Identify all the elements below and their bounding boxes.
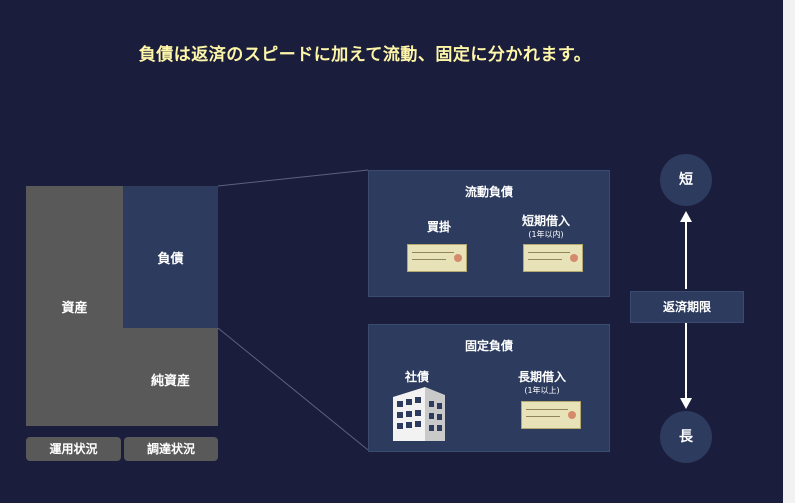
short-term-circle: 短 [660, 154, 712, 206]
upper-connector-line [217, 169, 369, 187]
lower-connector-line [217, 327, 369, 451]
current-liabilities-title: 流動負債 [464, 185, 513, 199]
tag-procurement-status: 調達状況 [124, 437, 218, 461]
stamp-icon [570, 254, 578, 262]
tag-operation-status: 運用状況 [26, 437, 121, 461]
right-edge-strip [783, 0, 795, 503]
current-liabilities-panel: 流動負債 買掛 短期借入 (1年以内) [368, 170, 610, 297]
arrow-up-head [680, 211, 692, 222]
asset-block: 資産 [26, 186, 123, 426]
arrow-down-head [680, 398, 692, 409]
building-icon [393, 387, 445, 441]
bonds-label: 社債 [404, 370, 429, 384]
asset-label: 資産 [61, 301, 88, 316]
repayment-period-box: 返済期限 [630, 291, 744, 323]
equity-label: 純資産 [150, 374, 190, 389]
long-term-loan-label: 長期借入 [517, 370, 566, 384]
fixed-liabilities-title: 固定負債 [464, 339, 513, 353]
equity-block: 純資産 [123, 328, 218, 426]
liability-label: 負債 [157, 252, 184, 267]
long-term-circle: 長 [660, 411, 712, 463]
stamp-icon [454, 254, 462, 262]
liability-block: 負債 [123, 186, 218, 328]
bill-icon [521, 401, 581, 429]
bill-icon [523, 244, 583, 272]
long-term-loan-sub: (1年以上) [524, 386, 560, 395]
stamp-icon [568, 411, 576, 419]
fixed-liabilities-panel: 固定負債 社債 長期借入 (1年以上) [368, 324, 610, 452]
accounts-payable-label: 買掛 [426, 220, 451, 234]
short-term-loan-sub: (1年以内) [528, 230, 564, 239]
short-term-loan-label: 短期借入 [521, 214, 570, 228]
slide-title: 負債は返済のスピードに加えて流動、固定に分かれます。 [138, 45, 592, 65]
bill-icon [407, 244, 467, 272]
